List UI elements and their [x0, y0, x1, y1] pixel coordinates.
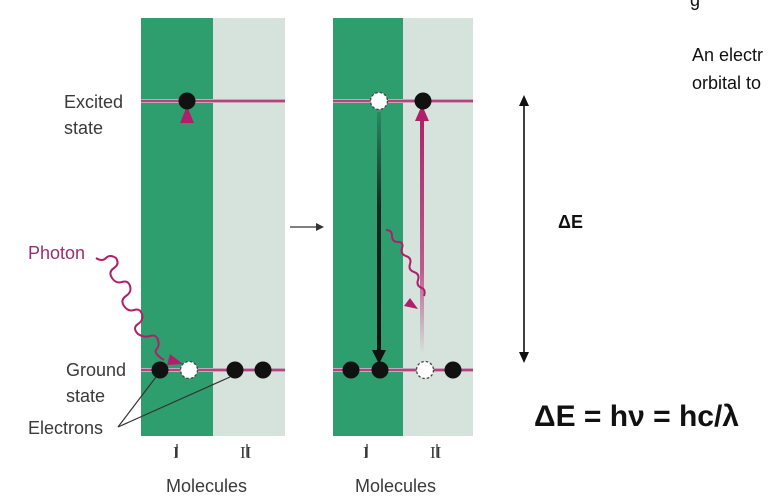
photon-label: Photon — [28, 243, 86, 263]
left-panel-molecule-i-band — [141, 18, 213, 436]
right-panel — [333, 18, 473, 457]
excited-state-label-line2: state — [64, 118, 104, 138]
electrons-pointer — [117, 376, 231, 428]
relaxation-arrow — [377, 112, 381, 352]
right-panel-molecule-ii-band — [403, 18, 473, 436]
photon-arrowhead — [167, 354, 183, 365]
ground-electron — [342, 361, 360, 379]
molecule-ii-label-right: II — [430, 443, 442, 462]
energy-transfer-wave — [385, 229, 426, 297]
side-text-line1: An electr — [692, 45, 764, 65]
hole-dashed-circle — [415, 360, 435, 380]
molecule-ii-label-left: II — [240, 443, 252, 462]
excited-electron — [414, 92, 432, 110]
excited-hole-dashed-circle — [369, 91, 389, 111]
energy-transfer-arrowhead — [404, 298, 418, 309]
relaxation-arrowhead — [372, 350, 386, 364]
ground-electron — [254, 361, 272, 379]
ground-electron — [226, 361, 244, 379]
photon-wave — [95, 255, 165, 361]
excited-electron — [178, 92, 196, 110]
molecule-ii-excitation-arrow — [420, 114, 424, 354]
excited-state-label-line1: Excited — [64, 92, 124, 112]
electrons-label: Electrons — [28, 418, 104, 438]
electrons-pointer — [117, 376, 157, 428]
molecule-i-label-right: I — [363, 443, 369, 462]
molecules-label-right: Molecules — [355, 476, 437, 496]
ground-electron — [444, 361, 462, 379]
ground-electron — [151, 361, 169, 379]
side-text-line0: g — [690, 0, 701, 10]
delta-e-label: ΔE — [558, 212, 583, 232]
side-text-line2: orbital to — [692, 73, 762, 93]
energy-equation: ΔE = hν = hc/λ — [534, 400, 739, 433]
left-panel — [95, 18, 285, 457]
delta-e-double-arrow — [519, 95, 529, 363]
molecule-ii-excitation-arrowhead — [415, 105, 429, 121]
hole-dashed-circle — [179, 360, 199, 380]
molecule-i-label-left: I — [173, 443, 179, 462]
molecules-label-left: Molecules — [166, 476, 248, 496]
ground-electron — [371, 361, 389, 379]
transition-arrow — [290, 223, 324, 231]
left-panel-molecule-ii-band — [213, 18, 285, 436]
ground-state-label-line2: state — [66, 386, 106, 406]
ground-state-label-line1: Ground — [66, 360, 127, 380]
excitation-arrowhead — [180, 106, 194, 123]
